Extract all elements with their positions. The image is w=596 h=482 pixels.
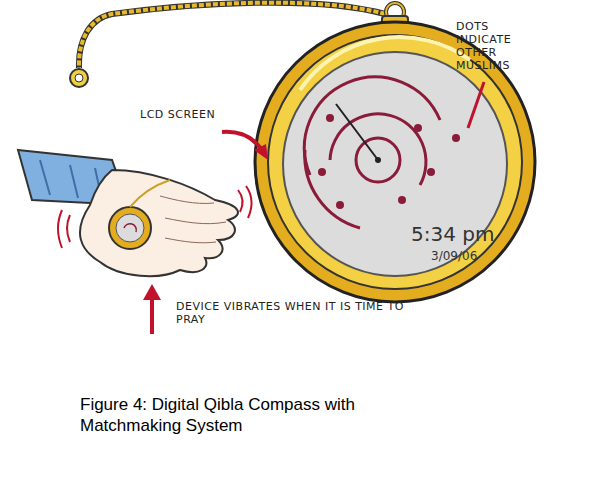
lcd-screen: 5:34 pm 3/09/06 bbox=[283, 52, 507, 276]
callout-label: LCD SCREEN bbox=[140, 108, 250, 121]
screen-time: 5:34 pm bbox=[411, 222, 494, 246]
callout-label: DOTS INDICATE OTHER MUSLIMS bbox=[456, 20, 534, 72]
screen-date: 3/09/06 bbox=[431, 249, 477, 263]
callout-label: DEVICE VIBRATES WHEN IT IS TIME TO PRAY bbox=[176, 300, 436, 326]
figure-caption: Figure 4: Digital Qibla Compass with Mat… bbox=[80, 394, 410, 436]
